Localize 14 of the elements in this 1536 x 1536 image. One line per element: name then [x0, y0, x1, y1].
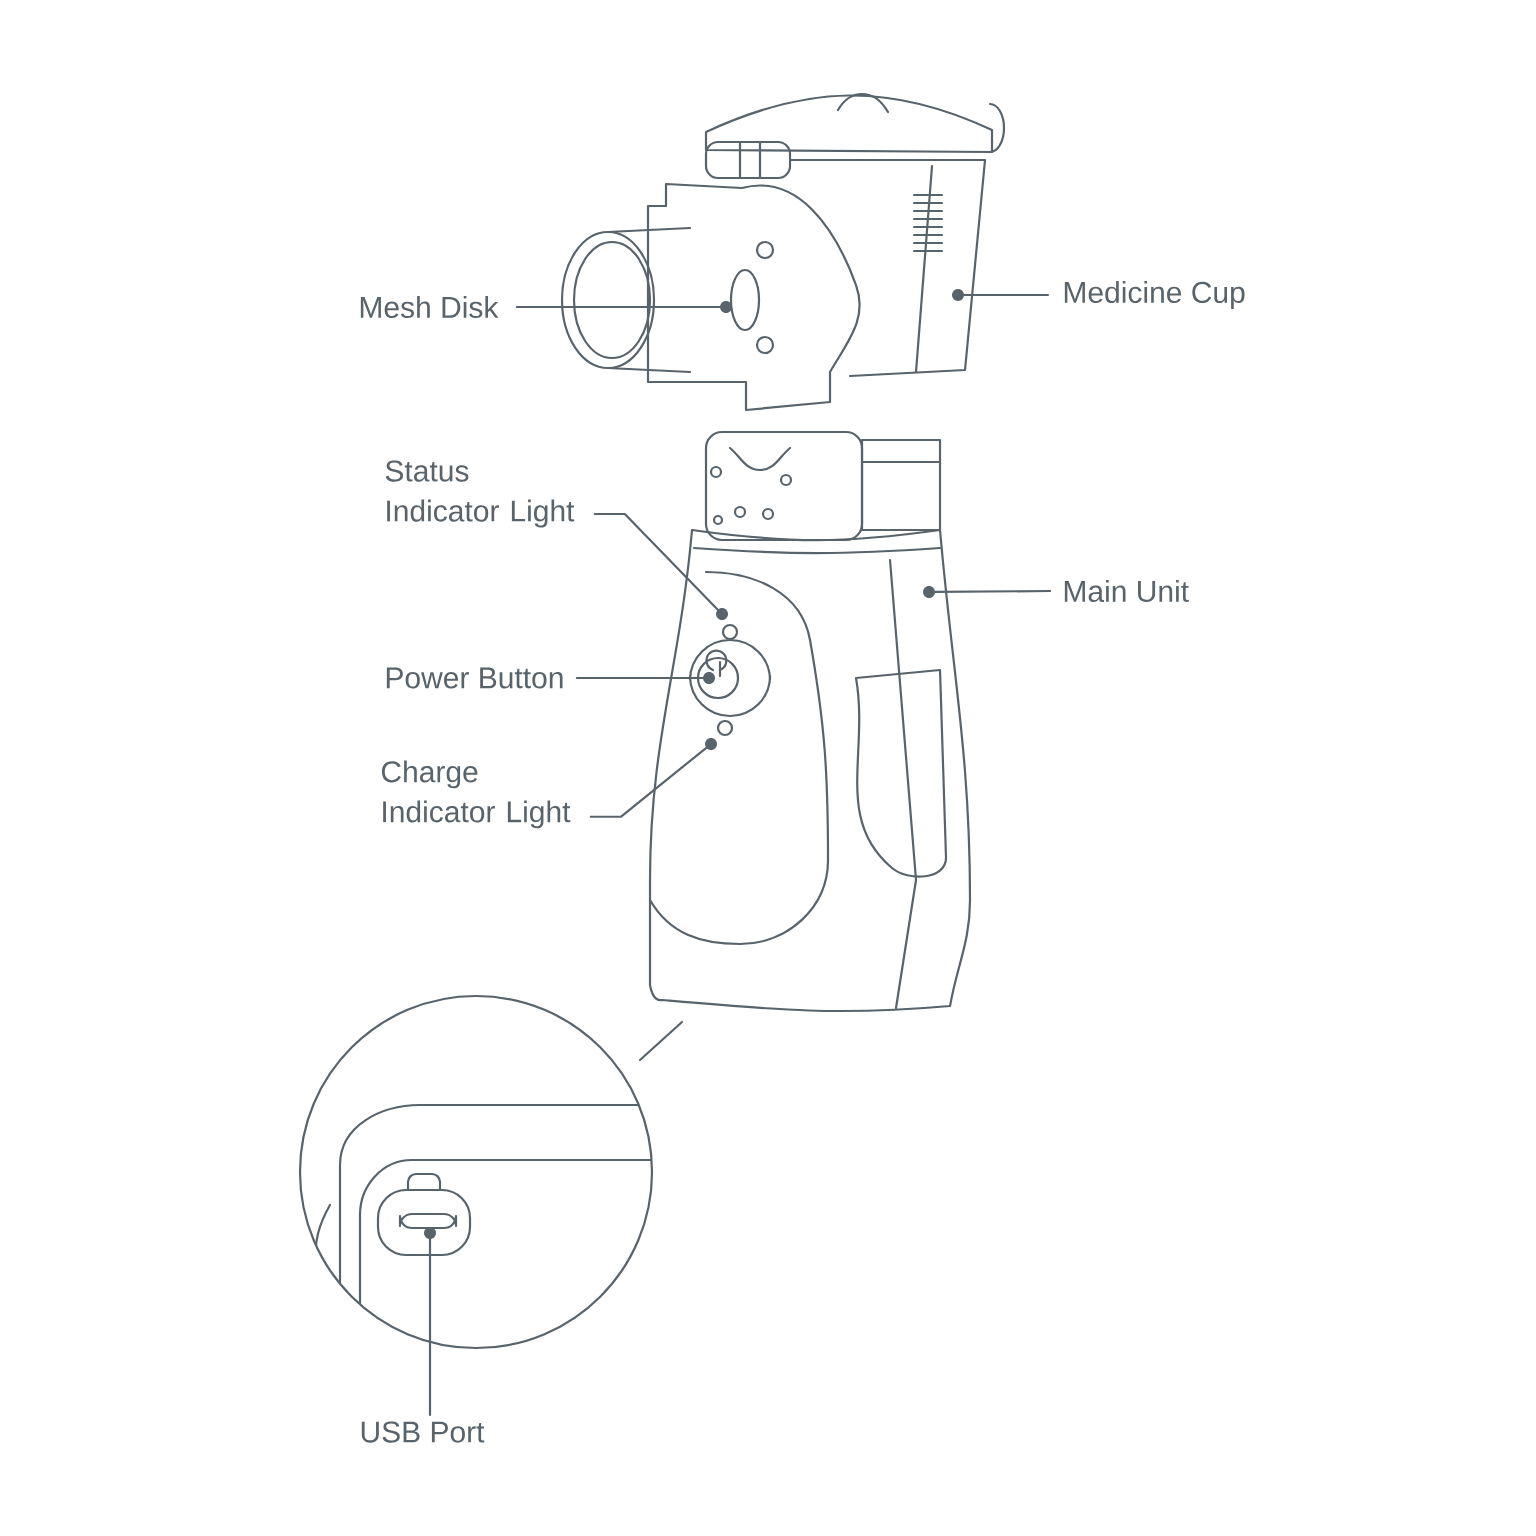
leader-line — [589, 746, 708, 818]
leader-line — [515, 305, 721, 309]
leader-line — [428, 1238, 432, 1417]
callout-label: Mesh Disk — [360, 296, 499, 318]
callout-label: Status Indicator Light — [385, 460, 575, 528]
leader-line — [593, 512, 719, 611]
leader-line — [575, 676, 704, 680]
callout-label: Main Unit — [1064, 580, 1189, 602]
leader-line — [963, 293, 1050, 297]
leader-line — [934, 589, 1052, 594]
callout-label: Power Button — [386, 667, 563, 689]
callout-label: Medicine Cup — [1064, 281, 1245, 309]
callout-label: USB Port — [361, 1421, 485, 1443]
callout-label: Charge Indicator Light — [381, 760, 571, 829]
